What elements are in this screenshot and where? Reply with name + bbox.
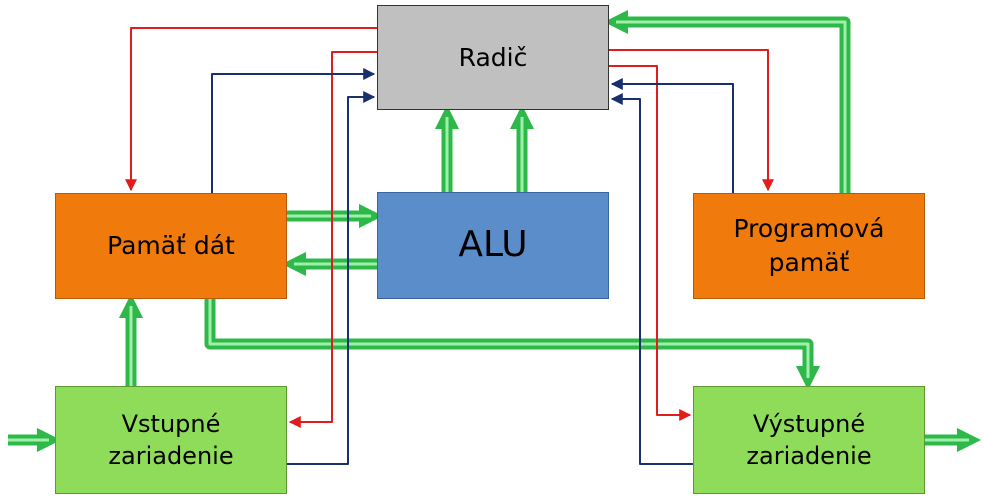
vystupne-zariadenie-line1: Výstupné (752, 409, 866, 438)
radic-box: Radič (377, 5, 609, 110)
alu-label: ALU (458, 224, 528, 266)
control-radic-to-pamat-dat (125, 27, 377, 192)
data-flow-program-to-radic (603, 9, 851, 193)
control-radic-to-vstupne (288, 51, 377, 428)
control-radic-to-programova (609, 49, 774, 192)
status-pamat-dat-to-radic (211, 68, 376, 193)
status-signal-lines (211, 68, 734, 465)
vstupne-zariadenie-box: Vstupné zariadenie (55, 386, 287, 494)
programova-pamat-line1: Programová (733, 214, 885, 244)
vstupne-zariadenie-label: Vstupné zariadenie (108, 408, 233, 473)
status-programova-to-radic (610, 78, 734, 193)
alu-box: ALU (377, 192, 609, 299)
control-radic-to-vystupne (609, 65, 692, 421)
vystupne-zariadenie-label: Výstupné zariadenie (746, 408, 871, 473)
pamat-dat-box: Pamäť dát (55, 193, 287, 299)
vstupne-zariadenie-line2: zariadenie (108, 442, 234, 470)
control-signal-lines (125, 27, 774, 428)
programova-pamat-box: Programová pamäť (693, 193, 925, 299)
programova-pamat-label: Programová pamäť (734, 212, 885, 280)
data-flow-arrows (8, 9, 982, 453)
status-vstupne-to-radic (287, 91, 376, 465)
vystupne-zariadenie-box: Výstupné zariadenie (693, 386, 925, 494)
data-flow-pamat-to-vystupne (204, 299, 821, 391)
vstupne-zariadenie-line1: Vstupné (121, 409, 221, 438)
programova-pamat-line2: pamäť (768, 248, 850, 277)
status-vystupne-to-radic (610, 93, 693, 465)
pamat-dat-label: Pamäť dát (107, 231, 235, 261)
radic-label: Radič (458, 42, 528, 72)
vystupne-zariadenie-line2: zariadenie (746, 442, 872, 470)
